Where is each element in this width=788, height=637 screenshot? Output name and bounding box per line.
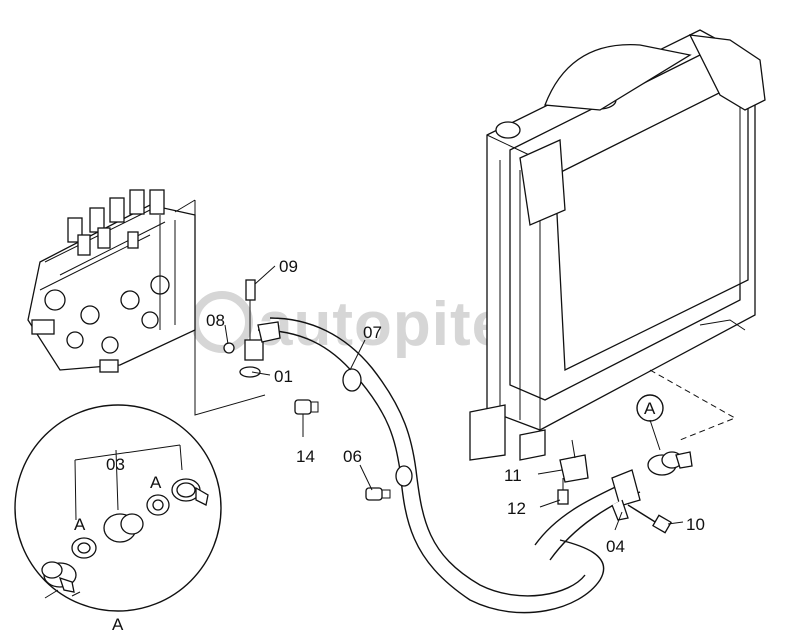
callout-10: 10	[686, 515, 705, 534]
control-valve	[27, 189, 196, 373]
callout-04: 04	[606, 537, 625, 556]
label-a-inner1: A	[150, 473, 162, 492]
callout-14: 14	[296, 447, 315, 466]
callout-03: 03	[106, 455, 125, 474]
leader-lines	[224, 265, 684, 531]
elbow-fitting	[223, 279, 281, 378]
callout-11: 11	[504, 466, 522, 485]
bolt-12	[557, 478, 569, 505]
callout-01: 01	[274, 367, 293, 386]
callout-12: 12	[507, 499, 526, 518]
callout-06: 06	[343, 447, 362, 466]
callout-08: 08	[206, 311, 225, 330]
hose-collar-upper	[342, 368, 362, 392]
guide-frame	[174, 199, 266, 416]
circle-a-marker	[636, 394, 664, 422]
hose-collar-lower	[395, 465, 413, 487]
detail-view-a	[14, 404, 222, 612]
label-a-main: A	[112, 615, 124, 634]
label-a-inner2: A	[74, 515, 86, 534]
clamp-04	[611, 469, 641, 521]
callout-07: 07	[363, 323, 382, 342]
plug-14	[294, 399, 319, 415]
callout-09: 09	[279, 257, 298, 276]
bolt-10	[627, 504, 672, 534]
label-a-ref: A	[644, 399, 656, 418]
clamp-a-right	[647, 451, 693, 476]
plug-06	[365, 487, 391, 501]
leader-line-a	[649, 369, 737, 441]
bracket-11	[559, 439, 589, 483]
radiator-assembly	[469, 29, 766, 461]
